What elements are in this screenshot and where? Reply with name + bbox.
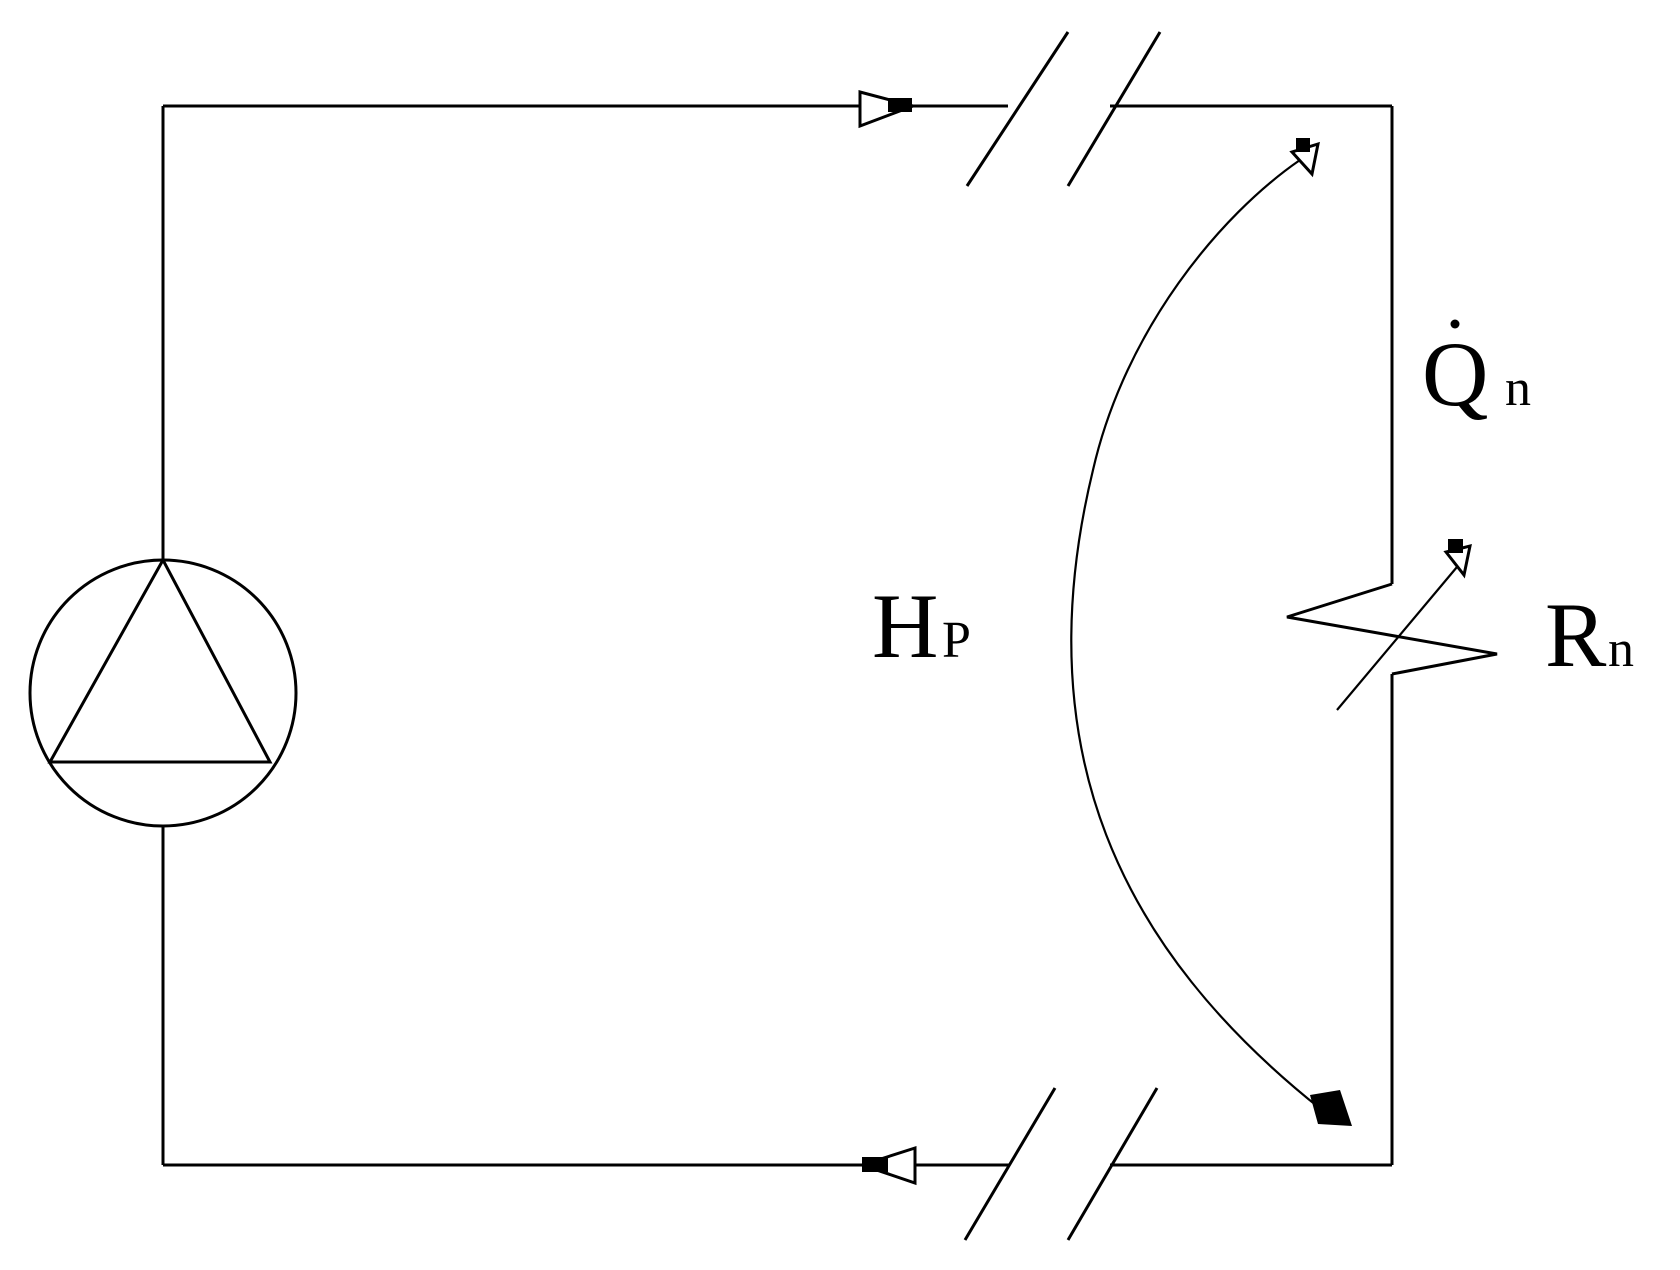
label-pump-head-main: H [872, 575, 938, 677]
flow-arrow-bottom-head [857, 1145, 917, 1186]
label-pump-head-sub: P [942, 612, 971, 669]
pipe-break-top [965, 31, 1162, 187]
label-resistance-main: R [1545, 584, 1607, 686]
label-flow-main: Q [1422, 323, 1488, 425]
resistor-variable-arrow-tip [1448, 539, 1463, 553]
pipe-break-bottom-slash-2 [1066, 1087, 1159, 1241]
label-pump-head: H P [872, 575, 971, 677]
label-flow-sub: n [1505, 360, 1531, 417]
flow-arrow-bottom-tip [862, 1157, 888, 1172]
flow-arrow-bottom [857, 1145, 917, 1186]
label-flow: Q n [1422, 319, 1531, 425]
pipe-break-top-slash-1 [965, 31, 1070, 187]
pipe-break-bottom-slash-1 [963, 1087, 1057, 1241]
variable-resistor-symbol [1286, 539, 1498, 711]
pipe-break-bottom [963, 1087, 1159, 1241]
pipe-break-top-slash-2 [1066, 31, 1162, 187]
pump-head-arrow-head-bottom [1310, 1090, 1352, 1126]
resistor-zigzag [1286, 582, 1498, 676]
pump-head-arrow-tip-top [1296, 138, 1310, 152]
label-resistance-sub: n [1608, 621, 1634, 678]
pump-head-arrow [1070, 138, 1352, 1126]
pump-symbol [28, 556, 298, 828]
pump-head-arc [1070, 159, 1323, 1111]
flow-arrow-top-head [858, 90, 918, 129]
circuit-loop [161, 104, 1394, 1167]
flow-arrow-top-tip [888, 98, 912, 112]
label-flow-dot [1450, 319, 1460, 329]
label-resistance: R n [1545, 584, 1634, 686]
flow-arrow-top [858, 90, 918, 129]
pump-triangle [47, 556, 273, 764]
pump-circle [28, 558, 298, 828]
resistor-variable-arrow-line [1336, 560, 1463, 711]
